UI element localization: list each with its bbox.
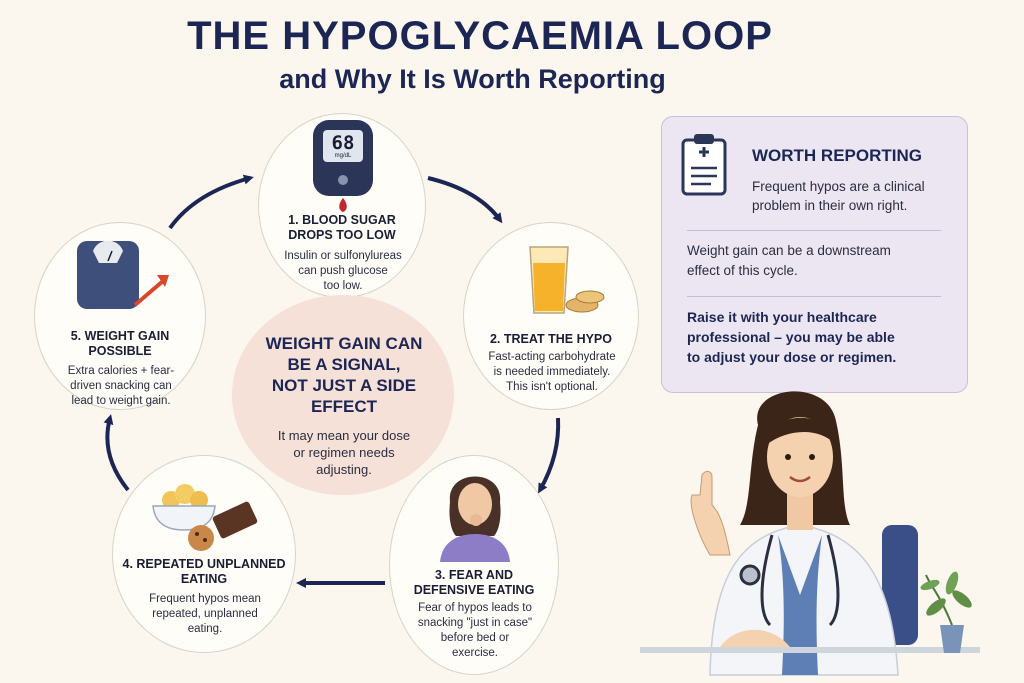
center-circle bbox=[232, 295, 454, 495]
plant-icon bbox=[920, 571, 972, 653]
step-1-desc-l2: can push glucose bbox=[298, 265, 388, 277]
panel-text-1-l2: problem in their own right. bbox=[752, 198, 908, 213]
step-5-circle: 5. WEIGHT GAIN POSSIBLE Extra calories +… bbox=[34, 222, 206, 410]
panel-text-1: Frequent hypos are a clinical problem in… bbox=[752, 177, 952, 215]
juice-glass-icon bbox=[529, 246, 605, 314]
center-sub-l3: adjusting. bbox=[316, 462, 372, 477]
arrow-1-to-2 bbox=[427, 176, 503, 224]
panel-text-3-l2: professional – you may be able bbox=[687, 329, 895, 345]
page-title: THE HYPOGLYCAEMIA LOOP bbox=[187, 14, 773, 58]
panel-text-1-l1: Frequent hypos are a clinical bbox=[752, 179, 925, 194]
page-subtitle: and Why It Is Worth Reporting bbox=[279, 64, 666, 94]
step-1-circle: 68 mg/dL 1. BLOOD SUGAR DROPS TOO LOW In… bbox=[258, 113, 426, 298]
panel-text-2-l2: effect of this cycle. bbox=[687, 263, 798, 278]
meter-value: 68 bbox=[331, 132, 355, 154]
step-4-title-l2: EATING bbox=[180, 572, 228, 586]
center-heading-l3: NOT JUST A SIDE bbox=[271, 376, 417, 395]
step-3-title-l2: DEFENSIVE EATING bbox=[413, 583, 535, 597]
step-1-title-l2: DROPS TOO LOW bbox=[288, 228, 396, 242]
panel-text-3-l3: to adjust your dose or regimen. bbox=[687, 349, 897, 365]
step-3-desc-l2: snacking "just in case" bbox=[417, 617, 533, 629]
center-heading: WEIGHT GAIN CAN BE A SIGNAL, NOT JUST A … bbox=[250, 333, 438, 417]
step-2-desc-l1: Fast-acting carbohydrate bbox=[488, 351, 616, 363]
step-4-desc-l2: repeated, unplanned bbox=[152, 608, 258, 620]
panel-text-2-l1: Weight gain can be a downstream bbox=[687, 243, 891, 258]
step-2-circle: 2. TREAT THE HYPO Fast-acting carbohydra… bbox=[463, 222, 639, 410]
center-subtext: It may mean your dose or regimen needs a… bbox=[262, 427, 426, 478]
step-3-desc-l4: exercise. bbox=[451, 647, 499, 659]
snack-bowl-icon bbox=[152, 484, 258, 551]
step-5-desc-l3: lead to weight gain. bbox=[71, 395, 171, 407]
step-3-circle: 3. FEAR AND DEFENSIVE EATING Fear of hyp… bbox=[389, 455, 559, 675]
step-2-title-l1: 2. TREAT THE HYPO bbox=[489, 332, 612, 346]
clipboard-icon bbox=[681, 134, 727, 196]
panel-text-3: Raise it with your healthcare profession… bbox=[687, 307, 957, 367]
arrow-5-to-1 bbox=[168, 174, 254, 230]
center-sub-l1: It may mean your dose bbox=[277, 428, 411, 443]
step-2-desc-l3: This isn't optional. bbox=[506, 381, 598, 393]
step-2-desc-l2: is needed immediately. bbox=[493, 366, 611, 378]
meter-unit: mg/dL bbox=[334, 153, 352, 159]
step-5-title-l2: POSSIBLE bbox=[88, 344, 152, 358]
arrow-2-to-3 bbox=[538, 417, 561, 494]
step-1-desc-l1: Insulin or sulfonylureas bbox=[284, 250, 402, 262]
step-1-title-l1: 1. BLOOD SUGAR bbox=[288, 213, 396, 227]
step-1-desc-l3: too low. bbox=[323, 280, 363, 292]
worried-person-icon bbox=[440, 476, 510, 562]
panel-text-2: Weight gain can be a downstream effect o… bbox=[687, 241, 957, 281]
step-3-title-l1: 3. FEAR AND bbox=[434, 568, 513, 582]
panel-text-3-l1: Raise it with your healthcare bbox=[687, 309, 877, 325]
step-4-title-l1: 4. REPEATED UNPLANNED bbox=[122, 557, 286, 571]
step-3-desc-l1: Fear of hypos leads to bbox=[418, 602, 532, 614]
center-heading-l2: BE A SIGNAL, bbox=[287, 355, 401, 374]
doctor-illustration bbox=[640, 391, 980, 676]
glucose-meter-icon bbox=[313, 120, 373, 212]
center-heading-l4: EFFECT bbox=[310, 397, 378, 416]
step-5-title-l1: 5. WEIGHT GAIN bbox=[70, 329, 170, 343]
panel-divider-2 bbox=[687, 296, 941, 297]
step-4-desc-l3: eating. bbox=[187, 623, 223, 635]
step-5-desc-l1: Extra calories + fear- bbox=[67, 365, 175, 377]
center-heading-l1: WEIGHT GAIN CAN bbox=[265, 334, 423, 353]
arrow-4-to-5 bbox=[103, 414, 130, 492]
step-4-desc-l1: Frequent hypos mean bbox=[149, 593, 261, 605]
step-3-desc-l3: before bed or bbox=[440, 632, 510, 644]
center-sub-l2: or regimen needs bbox=[293, 445, 395, 460]
step-4-circle: 4. REPEATED UNPLANNED EATING Frequent hy… bbox=[112, 455, 296, 653]
bathroom-scale-icon bbox=[77, 240, 169, 309]
panel-title: WORTH REPORTING bbox=[752, 146, 922, 165]
step-5-desc-l2: driven snacking can bbox=[70, 380, 172, 392]
panel-divider-1 bbox=[687, 230, 941, 231]
